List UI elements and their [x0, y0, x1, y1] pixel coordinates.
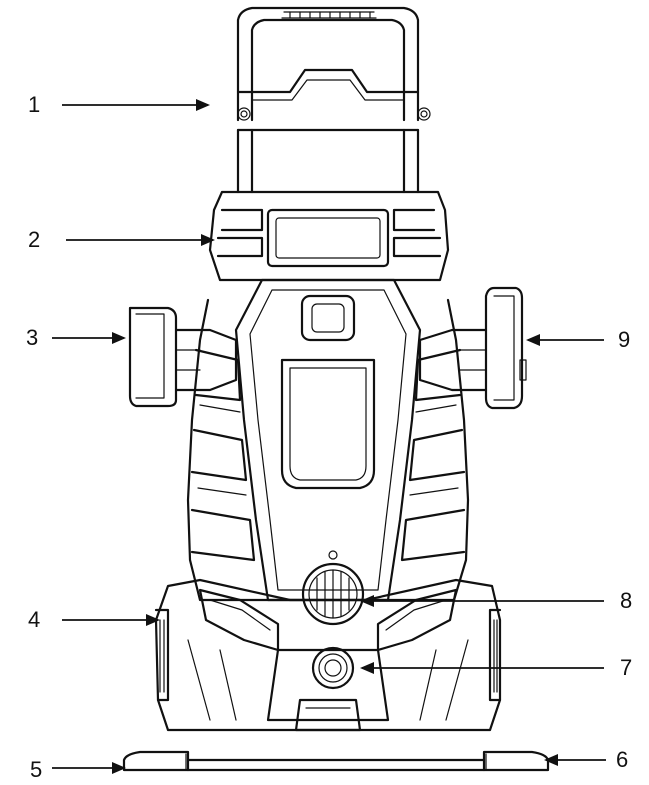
left-holder — [128, 306, 238, 408]
callout-label: 2 — [28, 227, 40, 252]
callout-label: 3 — [26, 325, 38, 350]
main-body — [186, 278, 470, 602]
callout-9: 9 — [526, 327, 630, 352]
callout-label: 4 — [28, 607, 40, 632]
callout-label: 7 — [620, 655, 632, 680]
right-foot — [482, 750, 550, 772]
callout-3: 3 — [26, 325, 126, 350]
left-foot — [122, 750, 190, 772]
callout-label: 9 — [618, 327, 630, 352]
callout-7: 7 — [360, 655, 632, 680]
upper-body — [208, 190, 450, 282]
callout-2: 2 — [28, 227, 215, 252]
lower-base — [154, 578, 502, 732]
base-plate — [186, 758, 486, 772]
right-holder — [418, 286, 527, 410]
pressure-dial — [301, 550, 365, 626]
callout-label: 1 — [28, 92, 40, 117]
callout-6: 6 — [544, 747, 628, 772]
callout-label: 6 — [616, 747, 628, 772]
callout-label: 5 — [30, 757, 42, 782]
callout-4: 4 — [28, 607, 160, 632]
callout-1: 1 — [28, 92, 210, 117]
handle — [236, 6, 431, 194]
callout-8: 8 — [360, 588, 632, 613]
callout-label: 8 — [620, 588, 632, 613]
callout-5: 5 — [30, 757, 126, 782]
water-inlet — [311, 646, 355, 690]
